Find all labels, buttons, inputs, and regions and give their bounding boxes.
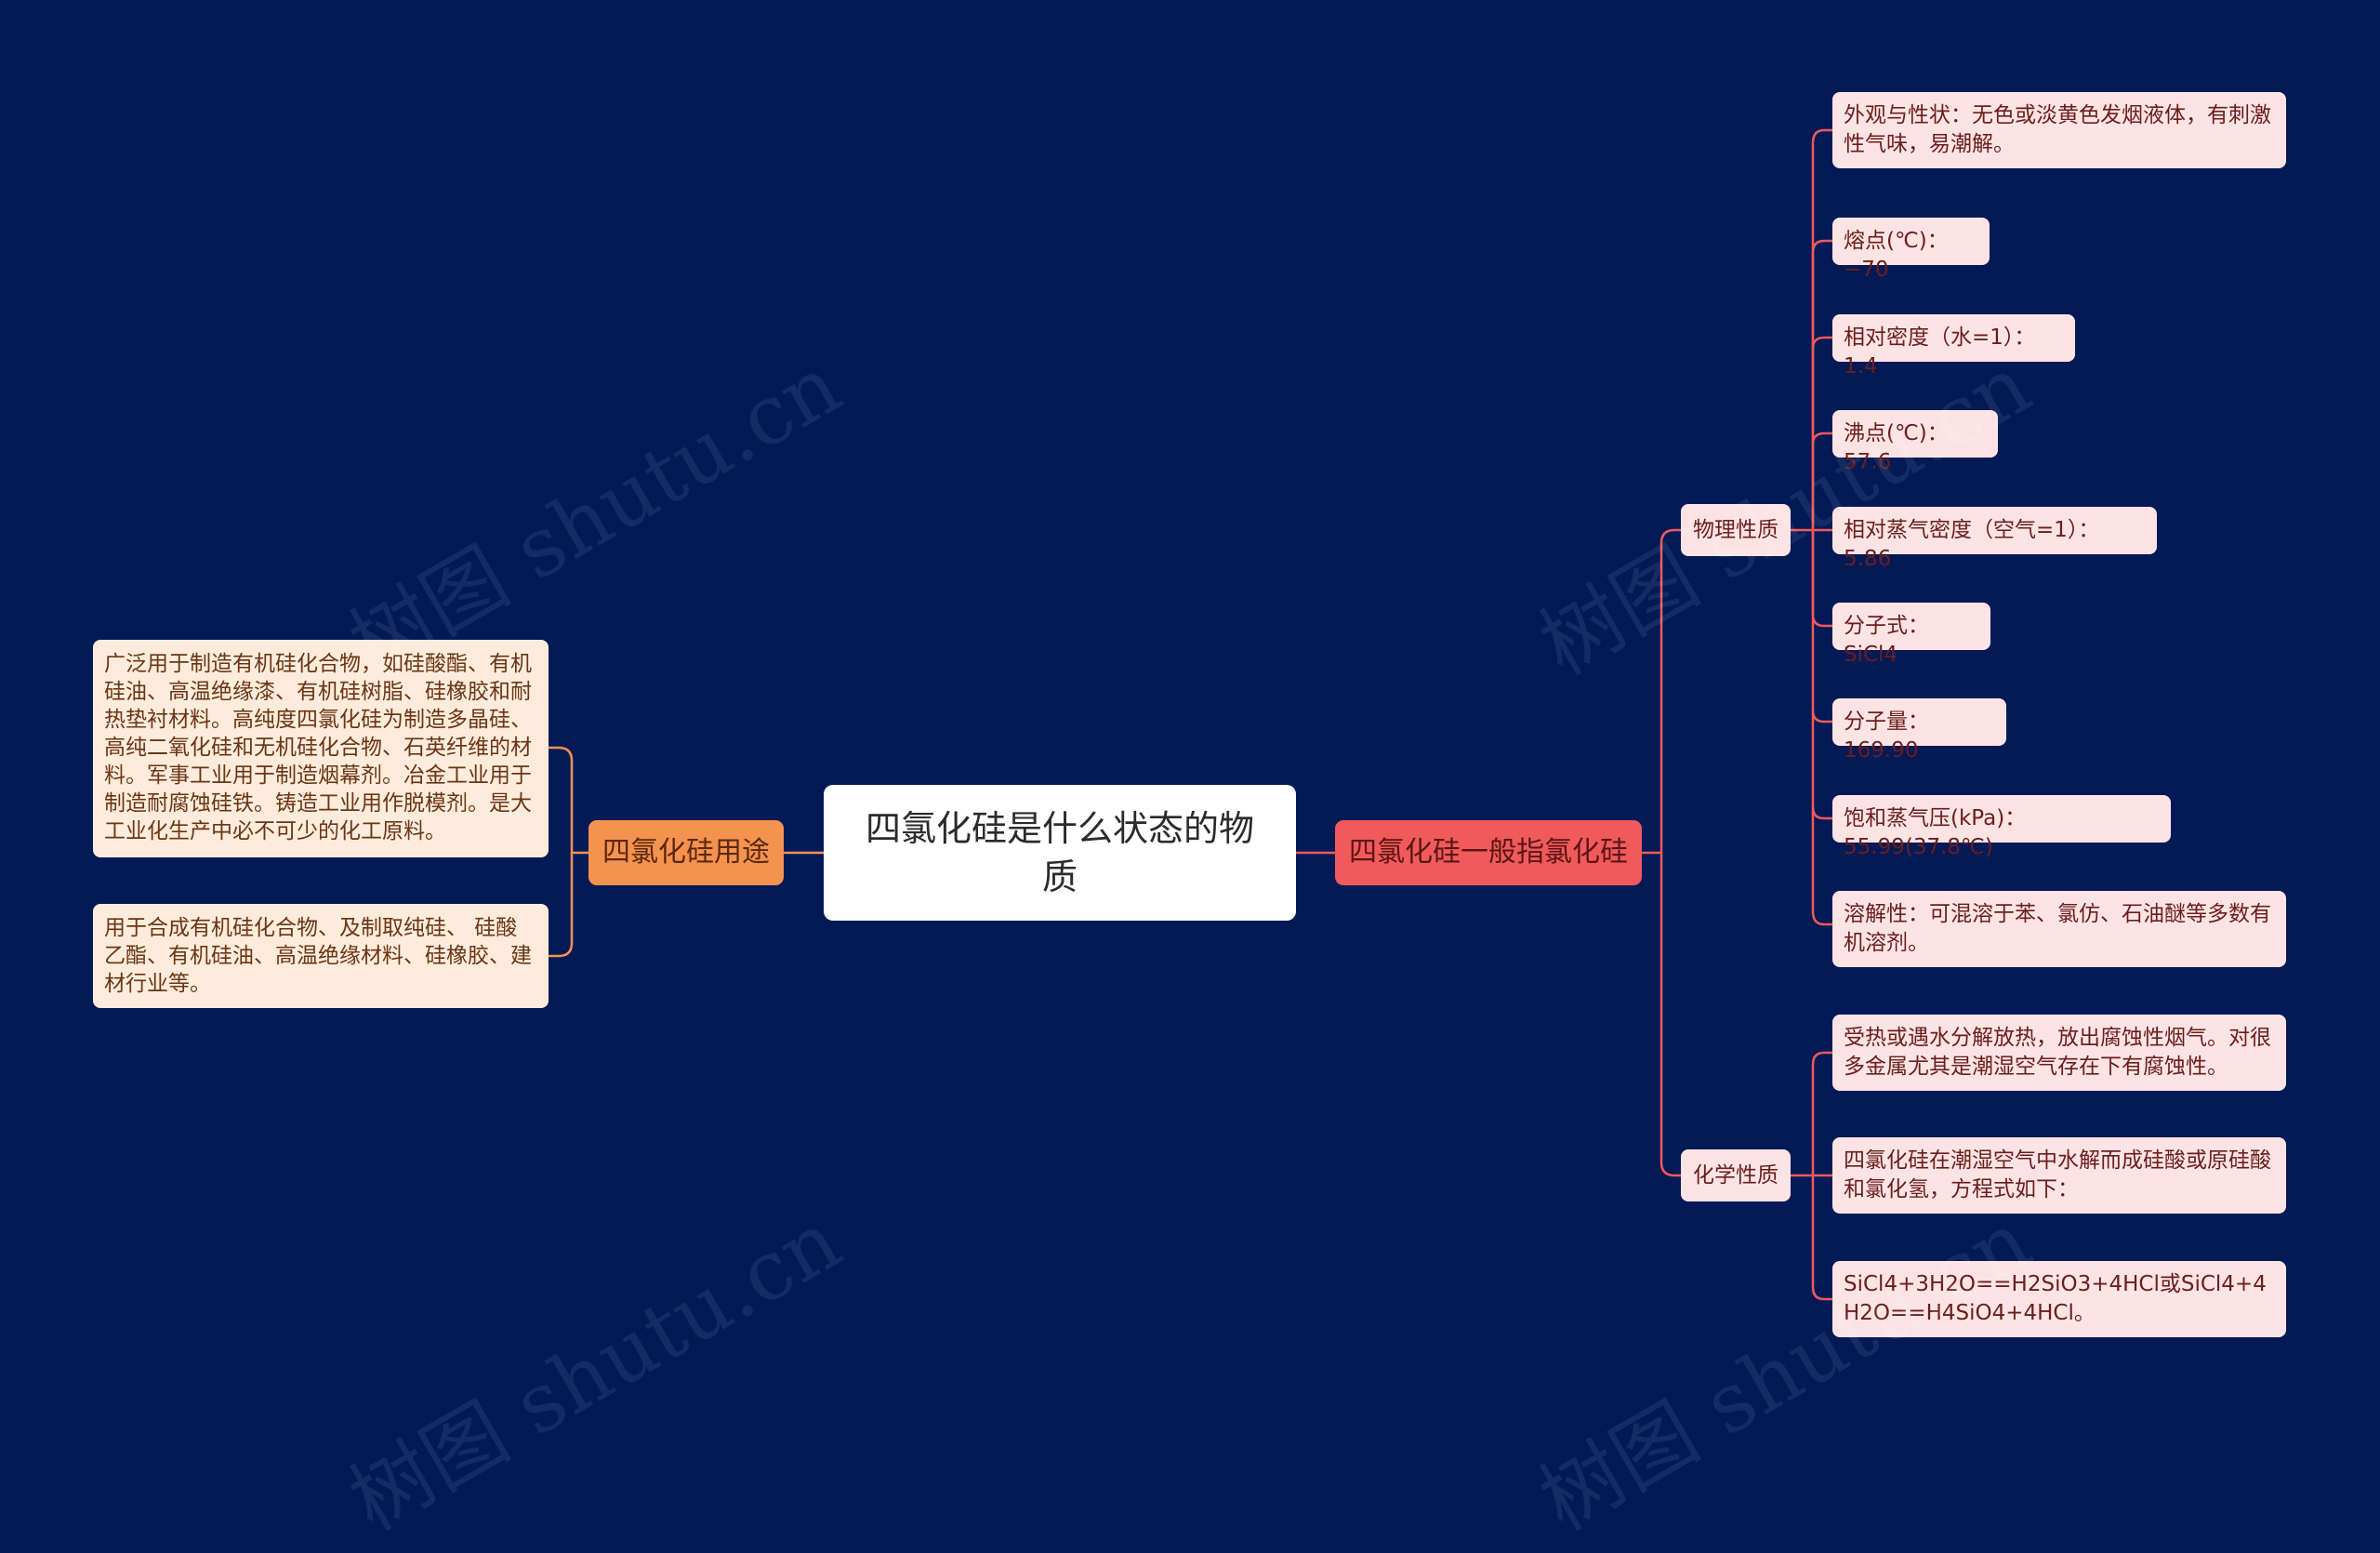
uses-leaf-2-text: 用于合成有机硅化合物、及制取纯硅、 硅酸乙酯、有机硅油、高温绝缘材料、硅橡胶、建… (104, 916, 532, 996)
physical-leaf-boiling-point[interactable]: 沸点(℃)：57.6 (1832, 410, 1998, 474)
mind-map-canvas: 四氯化硅是什么状态的物质 四氯化硅用途 广泛用于制造有机硅化合物，如硅酸酯、有机… (93, 92, 2286, 1549)
root-topic-label: 四氯化硅是什么状态的物质 (865, 808, 1254, 897)
physical-leaf-3-text: 相对密度（水=1）：1.4 (1844, 325, 2036, 378)
sub-physical-properties[interactable]: 物理性质 (1681, 504, 1791, 556)
physical-leaf-9-text: 溶解性：可混溶于苯、氯仿、石油醚等多数有机溶剂。 (1844, 902, 2271, 955)
sub-physical-label: 物理性质 (1693, 518, 1778, 542)
physical-leaf-molar-mass[interactable]: 分子量：169.90 (1832, 698, 2006, 763)
link-physical-leaf-1 (1789, 128, 1834, 532)
chemical-leaf-decomposition[interactable]: 受热或遇水分解放热，放出腐蚀性烟气。对很多金属尤其是潮湿空气存在下有腐蚀性。 (1832, 1015, 2286, 1091)
physical-leaf-appearance[interactable]: 外观与性状：无色或淡黄色发烟液体，有刺激性气味，易潮解。 (1832, 92, 2286, 168)
branch-definition[interactable]: 四氯化硅一般指氯化硅 (1335, 820, 1642, 885)
chemical-leaf-hydrolysis[interactable]: 四氯化硅在潮湿空气中水解而成硅酸或原硅酸和氯化氢，方程式如下： (1832, 1137, 2286, 1214)
chemical-leaf-equation[interactable]: SiCl4+3H2O==H2SiO3+4HCl或SiCl4+4H2O==H4Si… (1832, 1261, 2286, 1337)
physical-leaf-formula[interactable]: 分子式：SiCl4 (1832, 603, 1990, 667)
link-left-leaf-2 (547, 851, 574, 958)
uses-leaf-1-text: 广泛用于制造有机硅化合物，如硅酸酯、有机硅油、高温绝缘漆、有机硅树脂、硅橡胶和耐… (104, 652, 532, 843)
uses-leaf-2[interactable]: 用于合成有机硅化合物、及制取纯硅、 硅酸乙酯、有机硅油、高温绝缘材料、硅橡胶、建… (93, 904, 549, 1008)
link-physical-leaf-7 (1811, 709, 1834, 723)
link-left-leaf-1 (547, 746, 590, 855)
physical-leaf-7-text: 分子量：169.90 (1844, 710, 1929, 763)
physical-leaf-solubility[interactable]: 溶解性：可混溶于苯、氯仿、石油醚等多数有机溶剂。 (1832, 891, 2286, 967)
chemical-leaf-2-text: 四氯化硅在潮湿空气中水解而成硅酸或原硅酸和氯化氢，方程式如下： (1844, 1148, 2271, 1201)
branch-uses[interactable]: 四氯化硅用途 (588, 820, 784, 885)
link-chemical-leaf-1 (1789, 1051, 1834, 1177)
link-physical-leaf-6 (1811, 528, 1834, 628)
link-right-chemical (1659, 851, 1683, 1177)
chemical-leaf-1-text: 受热或遇水分解放热，放出腐蚀性烟气。对很多金属尤其是潮湿空气存在下有腐蚀性。 (1844, 1026, 2271, 1079)
physical-leaf-2-text: 熔点(℃)：−70 (1844, 229, 1949, 282)
physical-leaf-vapor-density[interactable]: 相对蒸气密度（空气=1）：5.86 (1832, 507, 2157, 571)
sub-chemical-label: 化学性质 (1693, 1163, 1778, 1188)
chemical-leaf-3-text: SiCl4+3H2O==H2SiO3+4HCl或SiCl4+4H2O==H4Si… (1844, 1272, 2267, 1325)
connector-lines (547, 128, 1834, 1301)
physical-leaf-4-text: 沸点(℃)：57.6 (1844, 421, 1949, 474)
sub-chemical-properties[interactable]: 化学性质 (1681, 1149, 1791, 1201)
physical-leaf-1-text: 外观与性状：无色或淡黄色发烟液体，有刺激性气味，易潮解。 (1844, 103, 2271, 156)
link-physical-leaf-8 (1811, 805, 1834, 820)
branch-definition-label: 四氯化硅一般指氯化硅 (1349, 836, 1628, 869)
physical-leaf-melting-point[interactable]: 熔点(℃)：−70 (1832, 218, 1990, 282)
physical-leaf-5-text: 相对蒸气密度（空气=1）：5.86 (1844, 518, 2100, 571)
root-topic[interactable]: 四氯化硅是什么状态的物质 (824, 785, 1296, 921)
physical-leaf-6-text: 分子式：SiCl4 (1844, 614, 1929, 667)
link-right-physical (1640, 528, 1683, 855)
link-physical-leaf-2 (1811, 239, 1834, 532)
link-physical-leaf-3 (1811, 336, 1834, 351)
physical-leaf-8-text: 饱和蒸气压(kPa)：55.99(37.8℃) (1844, 806, 2027, 859)
physical-leaf-vapor-pressure[interactable]: 饱和蒸气压(kPa)：55.99(37.8℃) (1832, 795, 2171, 859)
link-physical-leaf-9 (1811, 528, 1834, 926)
uses-leaf-1[interactable]: 广泛用于制造有机硅化合物，如硅酸酯、有机硅油、高温绝缘漆、有机硅树脂、硅橡胶和耐… (93, 640, 549, 857)
link-chemical-leaf-3 (1811, 1174, 1834, 1301)
branch-uses-label: 四氯化硅用途 (602, 836, 770, 869)
physical-leaf-density[interactable]: 相对密度（水=1）：1.4 (1832, 314, 2075, 378)
link-physical-leaf-4 (1811, 431, 1834, 446)
